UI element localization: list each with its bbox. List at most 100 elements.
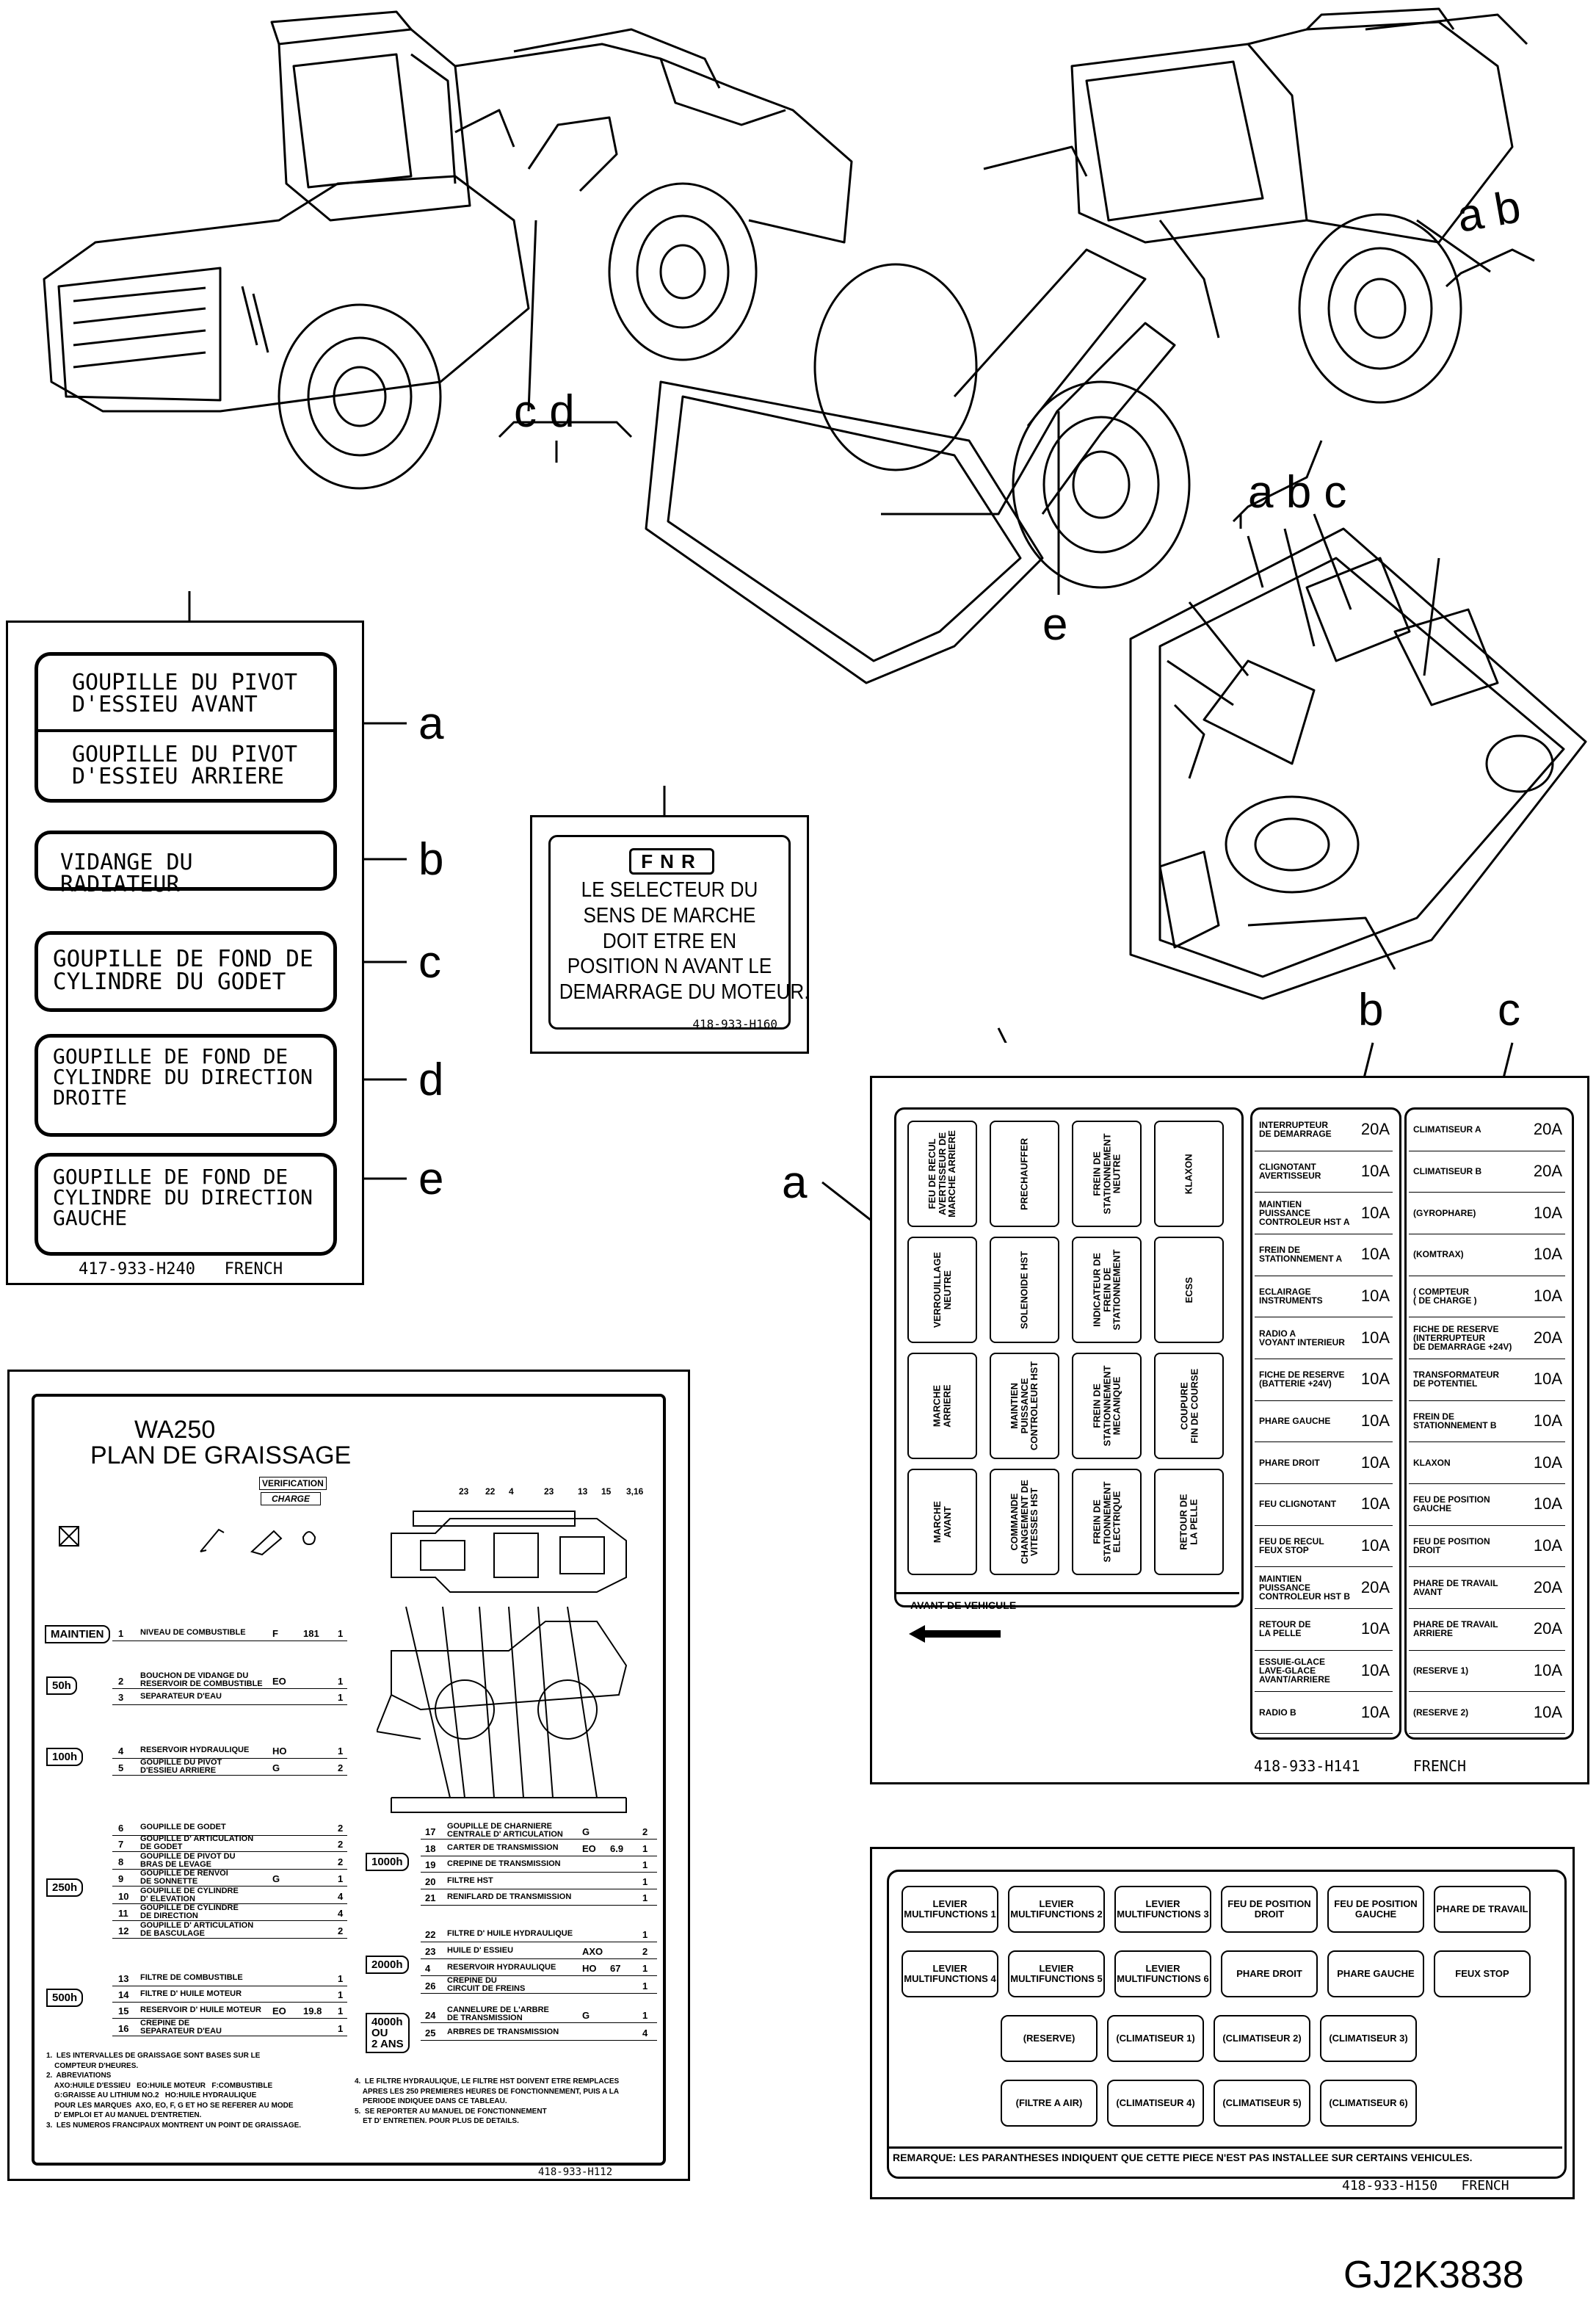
- fuse-switch[interactable]: FREIN DE STATIONNEMENT MECANIQUE: [1072, 1353, 1142, 1459]
- switch-cell[interactable]: FEU DE POSITION GAUCHE: [1327, 1886, 1424, 1933]
- grease-right-points: 1: [642, 1963, 648, 1974]
- grease-right-rule: [421, 2022, 657, 2023]
- fuse-row-amperage: 10A: [1360, 1619, 1390, 1638]
- switch-cell[interactable]: PHARE GAUCHE: [1327, 1950, 1424, 1997]
- grease-right-item: HUILE D' ESSIEU: [447, 1946, 514, 1955]
- grease-right-points: 1: [642, 1876, 648, 1887]
- switch-cell[interactable]: LEVIER MULTIFUNCTIONS 3: [1114, 1886, 1211, 1933]
- fuse-row-amperage: 20A: [1533, 1328, 1562, 1347]
- fuse-row-label: FEU DE RECUL FEUX STOP: [1259, 1535, 1324, 1555]
- fuse-switch[interactable]: MARCHE AVANT: [907, 1469, 977, 1575]
- fuse-switch[interactable]: MAINTIEN PUISSANCE CONTROLEUR HST: [990, 1353, 1059, 1459]
- grease-left-points: 1: [338, 2005, 344, 2016]
- fuse-col-b: [1250, 1107, 1401, 1740]
- fuse-row-label: (GYROPHARE): [1413, 1207, 1476, 1218]
- grease-inner-frame: [32, 1394, 666, 2166]
- fuse-row-label: PHARE DROIT: [1259, 1457, 1320, 1468]
- fuse-switch-label: VERROUILLAGE NEUTRE: [931, 1251, 953, 1328]
- switch-cell[interactable]: (CLIMATISEUR 1): [1107, 2015, 1204, 2062]
- switch-cell[interactable]: (FILTRE A AIR): [1001, 2080, 1098, 2127]
- fuse-switch[interactable]: FEU DE RECUL AVERTISSEUR DE MARCHE ARRIE…: [907, 1121, 977, 1227]
- grease-left-rule: [112, 2002, 347, 2003]
- fuse-row-amperage: 10A: [1360, 1494, 1390, 1513]
- fuse-switch-label: INDICATEUR DE FREIN DE STATIONNEMENT: [1091, 1249, 1122, 1331]
- grease-left-item: NIVEAU DE COMBUSTIBLE: [140, 1628, 246, 1637]
- grease-right-oil: EO: [582, 1843, 596, 1854]
- switch-cell[interactable]: (CLIMATISEUR 6): [1320, 2080, 1417, 2127]
- fuse-switch[interactable]: COUPURE FIN DE COURSE: [1154, 1353, 1224, 1459]
- switch-cell[interactable]: LEVIER MULTIFUNCTIONS 5: [1008, 1950, 1105, 1997]
- grease-right-rule: [421, 1958, 657, 1959]
- switch-cell[interactable]: LEVIER MULTIFUNCTIONS 6: [1114, 1950, 1211, 1997]
- switch-cell[interactable]: (CLIMATISEUR 5): [1214, 2080, 1310, 2127]
- fuse-row-amperage: 10A: [1360, 1328, 1390, 1347]
- callout-cd: c d: [514, 386, 575, 437]
- panel-callout-a: a: [418, 698, 444, 749]
- grease-right-no: 22: [425, 1929, 436, 1940]
- label-axle-pins: GOUPILLE DU PIVOT D'ESSIEU AVANT GOUPILL…: [35, 652, 337, 803]
- switch-cell[interactable]: FEU DE POSITION DROIT: [1221, 1886, 1318, 1933]
- grease-model: WA250: [134, 1416, 216, 1444]
- fuse-switch[interactable]: INDICATEUR DE FREIN DE STATIONNEMENT: [1072, 1237, 1142, 1343]
- switch-cell[interactable]: PHARE DROIT: [1221, 1950, 1318, 1997]
- grease-right-no: 26: [425, 1981, 436, 1992]
- fuse-row-label: (RESERVE 2): [1413, 1707, 1469, 1718]
- grease-left-no: 5: [118, 1762, 124, 1773]
- grease-right-points: 1: [642, 2010, 648, 2021]
- switch-cell[interactable]: LEVIER MULTIFUNCTIONS 1: [902, 1886, 998, 1933]
- switch-cell[interactable]: FEUX STOP: [1434, 1950, 1531, 1997]
- grease-left-oil: G: [272, 1762, 280, 1773]
- fuse-switch[interactable]: MARCHE ARRIERE: [907, 1353, 977, 1459]
- fuse-row-label: FEU CLIGNOTANT: [1259, 1499, 1337, 1510]
- fuse-row-amperage: 10A: [1533, 1494, 1562, 1513]
- grease-left-item: GOUPILLE D' ARTICULATION DE GODET: [140, 1834, 254, 1851]
- grease-right-points: 2: [642, 1946, 648, 1957]
- switch-cell[interactable]: (RESERVE): [1001, 2015, 1098, 2062]
- fuse-switch[interactable]: ECSS: [1154, 1237, 1224, 1343]
- fuse-row-label: ESSUIE-GLACE LAVE-GLACE AVANT/ARRIERE: [1259, 1656, 1330, 1685]
- fuse-switch[interactable]: FREIN DE STATIONNEMENT NEUTRE: [1072, 1121, 1142, 1227]
- fuse-callout-b: b: [1358, 985, 1384, 1035]
- grease-right-rule: [421, 2040, 657, 2041]
- callout-abc-cab: a b c: [1248, 467, 1347, 518]
- fuse-panel-code: 418-933-H141 FRENCH: [1254, 1757, 1466, 1775]
- switch-cell[interactable]: LEVIER MULTIFUNCTIONS 2: [1008, 1886, 1105, 1933]
- switch-cell[interactable]: (CLIMATISEUR 3): [1320, 2015, 1417, 2062]
- fuse-switch-label: MARCHE ARRIERE: [931, 1384, 953, 1428]
- switch-cell[interactable]: PHARE DE TRAVAIL: [1434, 1886, 1531, 1933]
- switch-cell[interactable]: LEVIER MULTIFUNCTIONS 4: [902, 1950, 998, 1997]
- fuse-switch[interactable]: KLAXON: [1154, 1121, 1224, 1227]
- grease-left-item: SEPARATEUR D'EAU: [140, 1692, 222, 1701]
- grease-notes-right: 4. LE FILTRE HYDRAULIQUE, LE FILTRE HST …: [355, 2077, 620, 2125]
- grease-right-no: 19: [425, 1859, 436, 1870]
- fuse-row: (GYROPHARE)10A: [1409, 1192, 1565, 1234]
- grease-right-item: FILTRE HST: [447, 1876, 493, 1885]
- grease-interval: 50h: [46, 1676, 77, 1695]
- grease-interval: 2000h: [366, 1956, 409, 1974]
- fuse-switch[interactable]: SOLENOIDE HST: [990, 1237, 1059, 1343]
- grease-left-item: GOUPILLE DE CYLINDRE D' ELEVATION: [140, 1887, 239, 1903]
- loader-illustrations: [43, 7, 1587, 1043]
- fuse-switch[interactable]: FREIN DE STATIONNEMENT ELECTRIQUE: [1072, 1469, 1142, 1575]
- fuse-switch-label: FEU DE RECUL AVERTISSEUR DE MARCHE ARRIE…: [926, 1130, 958, 1218]
- switch-cell[interactable]: (CLIMATISEUR 4): [1107, 2080, 1204, 2127]
- fuse-row-label: FEU DE POSITION DROIT: [1413, 1535, 1490, 1555]
- grease-left-points: 2: [338, 1823, 344, 1834]
- grease-left-no: 9: [118, 1873, 124, 1884]
- grease-left-no: 13: [118, 1973, 129, 1984]
- fuse-row-label: PHARE DE TRAVAIL ARRIERE: [1413, 1619, 1498, 1639]
- fuse-switch[interactable]: RETOUR DE LA PELLE: [1154, 1469, 1224, 1575]
- grease-left-rule: [112, 1903, 347, 1904]
- grease-notes-left: 1. LES INTERVALLES DE GRAISSAGE SONT BAS…: [46, 2052, 302, 2130]
- fuse-switch[interactable]: VERROUILLAGE NEUTRE: [907, 1237, 977, 1343]
- fuse-row-label: CLIMATISEUR B: [1413, 1165, 1482, 1176]
- switch-cell[interactable]: (CLIMATISEUR 2): [1214, 2015, 1310, 2062]
- fuse-switch[interactable]: PRECHAUFFER: [990, 1121, 1059, 1227]
- fuse-switch[interactable]: COMMANDE CHANGEMENT DE VITESSES HST: [990, 1469, 1059, 1575]
- fuse-row: (RESERVE 1)10A: [1409, 1650, 1565, 1693]
- grease-left-points: 1: [338, 1973, 344, 1984]
